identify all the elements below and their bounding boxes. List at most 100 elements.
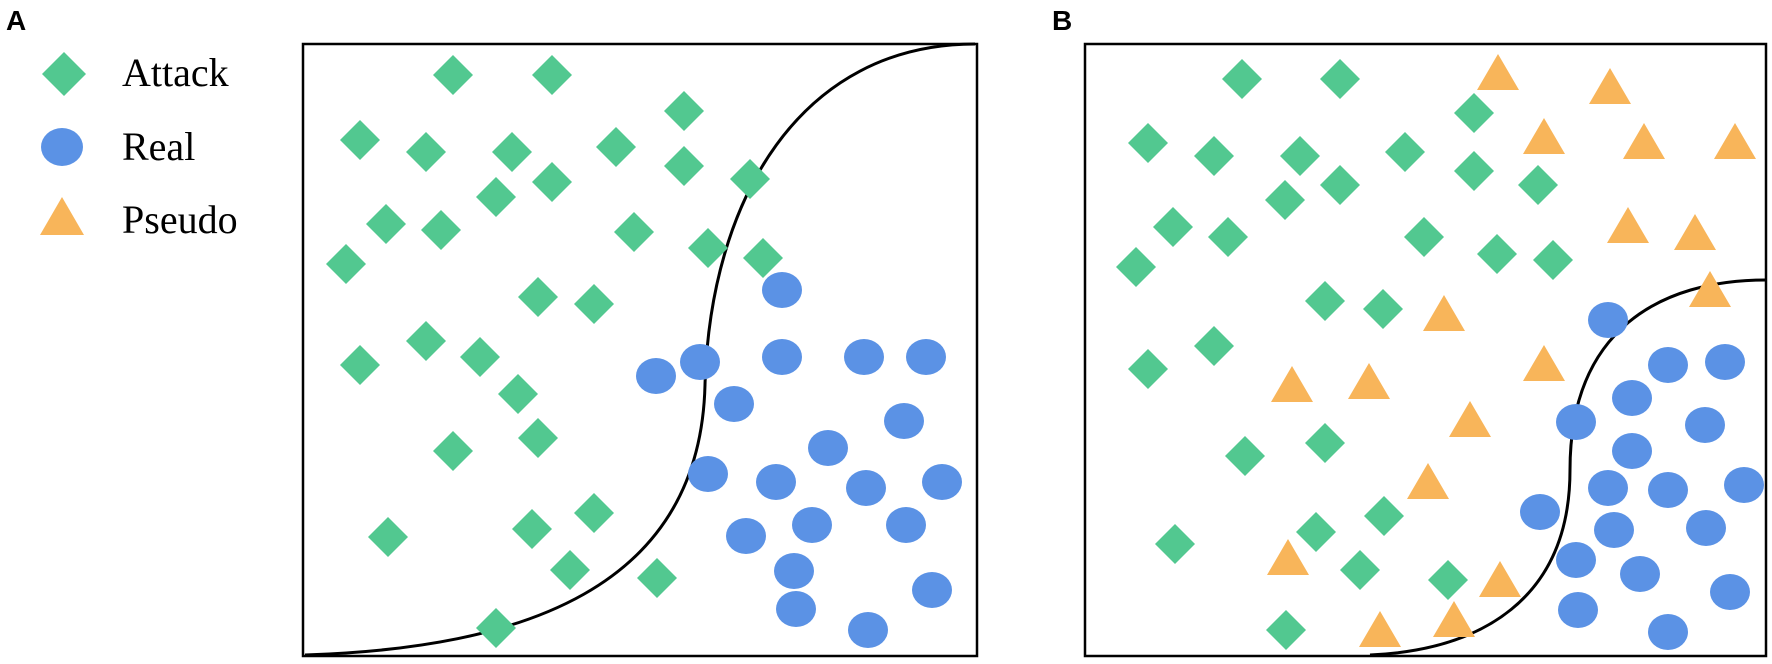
attack-marker bbox=[1222, 59, 1262, 99]
legend-item-attack: Attack bbox=[42, 50, 229, 96]
real-marker bbox=[688, 456, 728, 492]
legend-item-pseudo: Pseudo bbox=[40, 197, 238, 242]
attack-marker bbox=[518, 277, 558, 317]
attack-marker bbox=[1265, 180, 1305, 220]
panel-b-frame bbox=[1083, 42, 1768, 658]
panel-b-real-points bbox=[1520, 302, 1764, 650]
real-marker bbox=[636, 358, 676, 394]
real-marker bbox=[1710, 574, 1750, 610]
attack-marker bbox=[614, 212, 654, 252]
real-marker bbox=[846, 470, 886, 506]
attack-marker bbox=[550, 550, 590, 590]
attack-marker bbox=[368, 517, 408, 557]
attack-marker bbox=[1518, 165, 1558, 205]
real-marker bbox=[1556, 404, 1596, 440]
attack-marker bbox=[1194, 136, 1234, 176]
attack-marker bbox=[1454, 151, 1494, 191]
pseudo-marker bbox=[1433, 601, 1475, 637]
attack-marker bbox=[532, 162, 572, 202]
real-marker bbox=[1588, 302, 1628, 338]
attack-marker bbox=[1194, 326, 1234, 366]
real-marker bbox=[726, 518, 766, 554]
attack-marker bbox=[637, 558, 677, 598]
attack-marker bbox=[433, 431, 473, 471]
real-marker bbox=[922, 464, 962, 500]
panel-a bbox=[301, 42, 979, 658]
real-marker bbox=[1520, 494, 1560, 530]
attack-marker bbox=[406, 321, 446, 361]
attack-marker bbox=[1320, 165, 1360, 205]
pseudo-marker bbox=[1523, 345, 1565, 381]
real-marker bbox=[1620, 556, 1660, 592]
panel-a-attack-points bbox=[326, 55, 783, 648]
legend-item-real: Real bbox=[41, 124, 195, 169]
attack-marker bbox=[1428, 560, 1468, 600]
circle-icon bbox=[41, 128, 83, 166]
real-marker bbox=[1648, 472, 1688, 508]
pseudo-marker bbox=[1359, 611, 1401, 647]
real-marker bbox=[1594, 512, 1634, 548]
attack-marker bbox=[460, 337, 500, 377]
panel-b-pseudo-points bbox=[1267, 54, 1756, 647]
attack-marker bbox=[1116, 247, 1156, 287]
attack-marker bbox=[1363, 289, 1403, 329]
real-marker bbox=[756, 464, 796, 500]
real-marker bbox=[776, 591, 816, 627]
attack-marker bbox=[596, 127, 636, 167]
pseudo-marker bbox=[1689, 271, 1731, 307]
attack-marker bbox=[492, 132, 532, 172]
real-marker bbox=[1612, 380, 1652, 416]
real-marker bbox=[1648, 614, 1688, 650]
pseudo-marker bbox=[1623, 123, 1665, 159]
real-marker bbox=[912, 572, 952, 608]
attack-marker bbox=[1533, 240, 1573, 280]
real-marker bbox=[1705, 344, 1745, 380]
real-marker bbox=[774, 553, 814, 589]
real-marker bbox=[886, 507, 926, 543]
attack-marker bbox=[340, 120, 380, 160]
attack-marker bbox=[532, 55, 572, 95]
attack-marker bbox=[574, 493, 614, 533]
diamond-icon bbox=[42, 52, 86, 96]
real-marker bbox=[1588, 470, 1628, 506]
attack-marker bbox=[512, 509, 552, 549]
panel-a-frame bbox=[301, 42, 979, 658]
real-marker bbox=[680, 344, 720, 380]
real-marker bbox=[714, 386, 754, 422]
attack-marker bbox=[366, 204, 406, 244]
attack-marker bbox=[518, 418, 558, 458]
attack-marker bbox=[743, 238, 783, 278]
attack-marker bbox=[1155, 524, 1195, 564]
pseudo-marker bbox=[1674, 214, 1716, 250]
pseudo-marker bbox=[1423, 295, 1465, 331]
attack-marker bbox=[1266, 610, 1306, 650]
attack-marker bbox=[406, 132, 446, 172]
pseudo-marker bbox=[1607, 207, 1649, 243]
attack-marker bbox=[1296, 512, 1336, 552]
real-marker bbox=[1612, 433, 1652, 469]
attack-marker bbox=[476, 177, 516, 217]
attack-marker bbox=[1320, 59, 1360, 99]
attack-marker bbox=[1454, 93, 1494, 133]
pseudo-marker bbox=[1348, 363, 1390, 399]
attack-marker bbox=[1225, 436, 1265, 476]
panel-b-letter: B bbox=[1052, 5, 1072, 36]
real-marker bbox=[1685, 407, 1725, 443]
attack-marker bbox=[433, 55, 473, 95]
attack-marker bbox=[421, 210, 461, 250]
triangle-icon bbox=[40, 197, 84, 235]
pseudo-marker bbox=[1449, 401, 1491, 437]
attack-marker bbox=[476, 608, 516, 648]
pseudo-marker bbox=[1479, 561, 1521, 597]
attack-marker bbox=[498, 374, 538, 414]
attack-marker bbox=[1385, 132, 1425, 172]
pseudo-marker bbox=[1477, 54, 1519, 90]
real-marker bbox=[762, 272, 802, 308]
legend-label-real: Real bbox=[122, 124, 195, 169]
real-marker bbox=[906, 339, 946, 375]
real-marker bbox=[1686, 510, 1726, 546]
attack-marker bbox=[664, 91, 704, 131]
real-marker bbox=[884, 403, 924, 439]
pseudo-marker bbox=[1523, 118, 1565, 154]
